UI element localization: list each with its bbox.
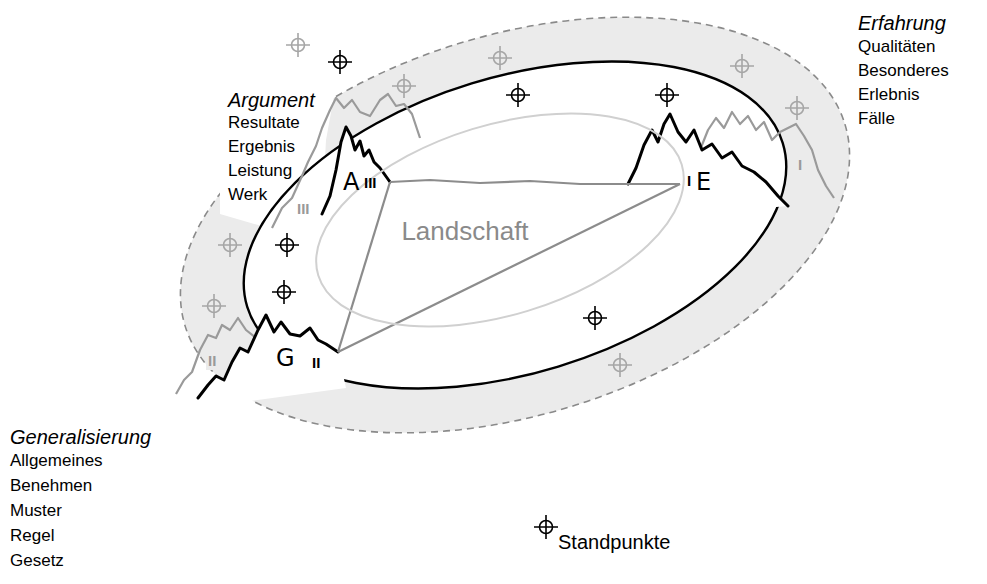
group-heading: Generalisierung (10, 425, 151, 449)
list-item: Allgemeines (10, 451, 103, 471)
list-item: Ergebnis (228, 137, 295, 157)
triangle-line (390, 180, 680, 184)
peak-letter: A (343, 168, 359, 197)
mountain-fill (628, 114, 788, 214)
label-holder: II (206, 352, 218, 370)
list-item: Erlebnis (858, 85, 919, 105)
triangle-line (338, 182, 390, 352)
list-item: Benehmen (10, 476, 92, 496)
label-holder: Argument (228, 88, 315, 112)
crosshair-symbol (328, 50, 352, 74)
ghost-numeral: II (206, 352, 218, 370)
label-holder: Ergebnis (228, 137, 295, 157)
region-label: Landschaft (401, 217, 528, 247)
crosshair-symbol (785, 96, 809, 120)
legend-crosshair (534, 515, 558, 539)
crosshair-symbol (275, 233, 299, 257)
landscape-ellipse: Landschaft (314, 111, 686, 329)
label-holder: Leistung (228, 161, 292, 181)
crosshair-symbol (655, 83, 679, 107)
crosshair-symbol (272, 280, 296, 304)
label-holder: Fälle (858, 109, 895, 129)
label-holder: Regel (10, 526, 54, 546)
crosshair-symbol (488, 46, 512, 70)
crosshair-symbol (608, 353, 632, 377)
ghost-numeral: I (798, 156, 802, 174)
list-item: Resultate (228, 113, 300, 133)
group-heading: Argument (228, 88, 315, 112)
label-holder: Qualitäten (858, 37, 936, 57)
crosshair-symbol (583, 306, 607, 330)
peak-numeral: I (687, 172, 691, 190)
crosshair-symbol (730, 54, 754, 78)
label-holder: Gesetz (10, 551, 64, 571)
list-item: Werk (228, 185, 267, 205)
ghost-numeral: III (297, 200, 310, 218)
label-holder: Generalisierung (10, 425, 151, 449)
list-item: Muster (10, 501, 62, 521)
mountain-ridge (198, 315, 338, 398)
list-item: Fälle (858, 109, 895, 129)
crosshair-symbol (506, 83, 530, 107)
peak-letter: E (696, 168, 711, 197)
mountain-ridge (322, 127, 390, 214)
peak-letter: G (276, 344, 295, 373)
inner-ellipse (291, 74, 710, 367)
label-holder: Werk (228, 185, 267, 205)
label-holder: I (687, 172, 691, 190)
mountain-ridge (628, 114, 788, 206)
triangle-line (338, 184, 680, 352)
label-holder: Erlebnis (858, 85, 919, 105)
outer-band (130, 0, 901, 508)
crosshair-symbol (286, 33, 310, 57)
peak-numeral: II (312, 354, 320, 372)
label-holder: Benehmen (10, 476, 92, 496)
label-holder: E (696, 168, 711, 197)
list-item: Gesetz (10, 551, 64, 571)
label-holder: Resultate (228, 113, 300, 133)
label-holder: Muster (10, 501, 62, 521)
label-holder: Besonderes (858, 61, 949, 81)
legend-entry: Standpunkte (558, 530, 670, 554)
label-holder: G (276, 344, 295, 373)
peak-numeral: III (364, 174, 377, 192)
label-holder: III (364, 174, 377, 192)
label-holder: Allgemeines (10, 451, 103, 471)
label-holder: III (297, 200, 310, 218)
label-holder: I (798, 156, 802, 174)
label-holder: II (312, 354, 320, 372)
label-holder: Erfahrung (858, 11, 946, 35)
crosshair-symbol (202, 294, 226, 318)
list-item: Leistung (228, 161, 292, 181)
list-item: Besonderes (858, 61, 949, 81)
group-heading: Erfahrung (858, 11, 946, 35)
crosshair-symbol (392, 74, 416, 98)
label-holder: A (343, 168, 359, 197)
legend-label: Standpunkte (558, 530, 670, 554)
list-item: Regel (10, 526, 54, 546)
mountain-fill (198, 315, 346, 408)
crosshair-symbol (218, 233, 242, 257)
list-item: Qualitäten (858, 37, 936, 57)
